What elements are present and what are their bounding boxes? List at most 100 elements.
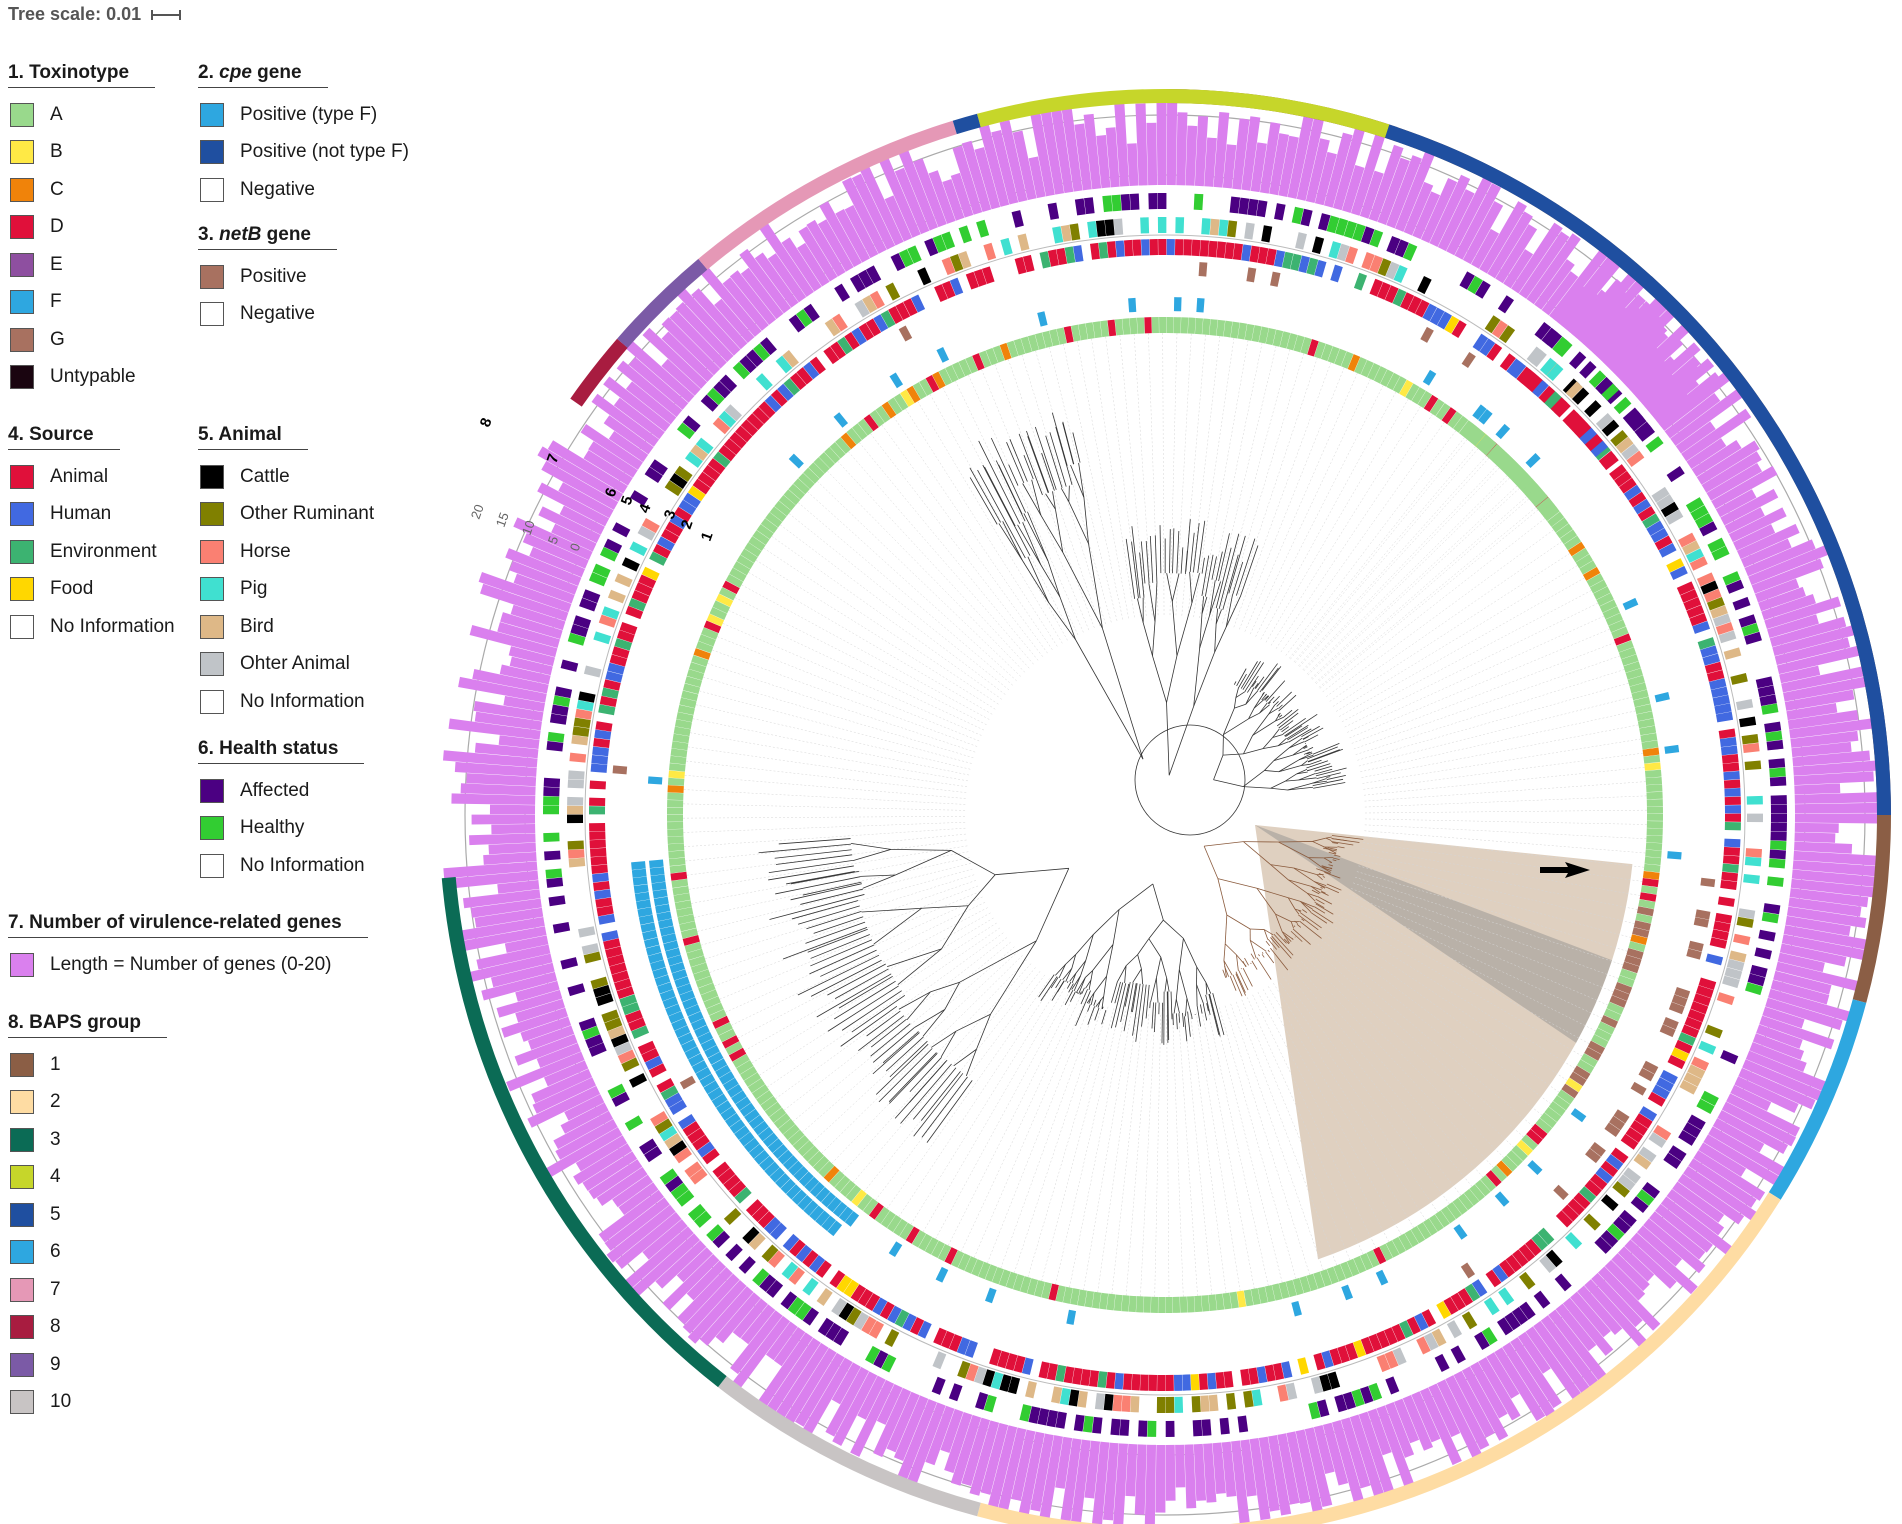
- tree-leaf-branch: [1204, 554, 1214, 597]
- animal-cell: [621, 1057, 640, 1072]
- cpe-cell: [809, 1205, 825, 1221]
- animal-cell: [1739, 716, 1757, 728]
- ring-virulence: [442, 92, 1889, 1524]
- health-cell: [713, 381, 731, 399]
- tree-branch: [1215, 609, 1222, 625]
- health-cell: [1360, 226, 1375, 245]
- toxinotype-cell: [1333, 1264, 1346, 1282]
- animal-cell: [568, 770, 585, 780]
- virulence-bar: [559, 505, 605, 535]
- tree-branch: [1045, 493, 1056, 510]
- toxinotype-cell: [985, 347, 999, 366]
- animal-cell: [567, 796, 584, 806]
- animal-cell: [1623, 1167, 1641, 1184]
- tree-leaf-branch: [1169, 529, 1171, 574]
- legend-item: No Information: [198, 847, 365, 885]
- netb-cell: [1460, 1262, 1476, 1279]
- source-cell: [605, 670, 623, 683]
- toxinotype-cell: [1605, 612, 1624, 626]
- netb-cell: [1668, 1002, 1685, 1015]
- leaf-guides: [683, 333, 1647, 1297]
- leaf-guide: [728, 610, 985, 731]
- toxinotype-cell: [1587, 1040, 1606, 1055]
- virulence-bar: [1486, 1352, 1520, 1399]
- source-cell: [888, 306, 903, 324]
- animal-cell: [1718, 630, 1737, 644]
- tree-branch: [1301, 764, 1310, 766]
- virulence-bar: [1012, 130, 1037, 201]
- tree-leaf-branch: [1055, 426, 1073, 486]
- tree-branch: [1300, 760, 1308, 766]
- tree-leaf-branch: [1252, 680, 1257, 687]
- source-cell: [669, 514, 688, 530]
- tree-leaf-branch: [1081, 987, 1085, 995]
- virulence-bar: [1028, 156, 1046, 199]
- tree-branch: [1112, 909, 1120, 945]
- health-cell: [1256, 200, 1268, 218]
- tree-leaf-branch: [806, 910, 862, 930]
- cpe-cell: [786, 1184, 802, 1200]
- tree-leaf-branch: [1265, 680, 1286, 702]
- source-cell: [1330, 264, 1343, 283]
- source-cell: [1256, 1366, 1268, 1384]
- cpe-cell: [636, 899, 652, 910]
- toxinotype-cell: [1576, 1059, 1595, 1074]
- tree-leaf-branch: [1293, 925, 1296, 927]
- virulence-bar: [1749, 1041, 1807, 1072]
- cpe-cell: [722, 1077, 739, 1092]
- toxinotype-cell: [1640, 885, 1658, 895]
- health-cell: [560, 957, 578, 970]
- animal-cell: [1746, 813, 1763, 823]
- tree-branch: [1092, 944, 1114, 971]
- leaf-guide: [1239, 367, 1345, 630]
- animal-cell: [1461, 1311, 1478, 1330]
- health-cell: [958, 225, 973, 244]
- toxinotype-cell: [1567, 541, 1586, 557]
- virulence-bar: [1794, 792, 1884, 804]
- tree-branch: [1186, 998, 1193, 1016]
- animal-cell: [1295, 232, 1307, 250]
- health-cell: [554, 686, 573, 699]
- leaf-guide: [699, 690, 972, 764]
- virulence-bar: [1278, 135, 1299, 197]
- health-cell: [1351, 1388, 1365, 1407]
- tree-leaf-branch: [840, 1005, 898, 1047]
- legend-item: 2: [8, 1084, 167, 1122]
- legend-swatch: [10, 1277, 34, 1302]
- animal-cell: [1638, 1146, 1657, 1163]
- toxinotype-cell: [1517, 474, 1534, 491]
- leaf-guide: [687, 746, 968, 787]
- health-cell: [1757, 685, 1776, 698]
- source-cell: [1392, 288, 1407, 307]
- source-cell: [1391, 1323, 1406, 1342]
- tree-leaf-branch: [1087, 1004, 1091, 1012]
- animal-cell: [1700, 580, 1719, 595]
- toxinotype-cell: [1646, 806, 1663, 814]
- toxinotype-cell: [881, 401, 897, 419]
- tree-leaf-branch: [926, 1080, 973, 1143]
- virulence-bar: [1102, 1442, 1119, 1521]
- toxinotype-cell: [1634, 703, 1652, 715]
- tree-leaf-branch: [1242, 961, 1247, 967]
- health-cell: [725, 1243, 743, 1262]
- cpe-cell: [662, 996, 679, 1009]
- virulence-bar: [1277, 1433, 1300, 1505]
- animal-cell: [932, 1351, 947, 1370]
- tree-leaf-branch: [1145, 984, 1150, 1019]
- virulence-bar: [619, 1226, 694, 1294]
- health-cell: [890, 252, 906, 272]
- leaf-guide: [1175, 333, 1192, 616]
- source-cell: [1674, 1039, 1693, 1054]
- leaf-guide: [1000, 1002, 1098, 1269]
- toxinotype-cell: [1244, 323, 1255, 341]
- toxinotype-cell: [1320, 1269, 1332, 1287]
- virulence-bar: [756, 1332, 814, 1409]
- legend-label: Negative: [240, 303, 315, 325]
- source-cell: [1686, 604, 1705, 619]
- source-cell: [1321, 1350, 1334, 1369]
- animal-cell: [831, 1297, 848, 1316]
- health-cell: [585, 1034, 604, 1049]
- source-cell: [1451, 320, 1467, 338]
- health-cell: [1111, 194, 1122, 212]
- toxinotype-cell: [787, 1129, 805, 1146]
